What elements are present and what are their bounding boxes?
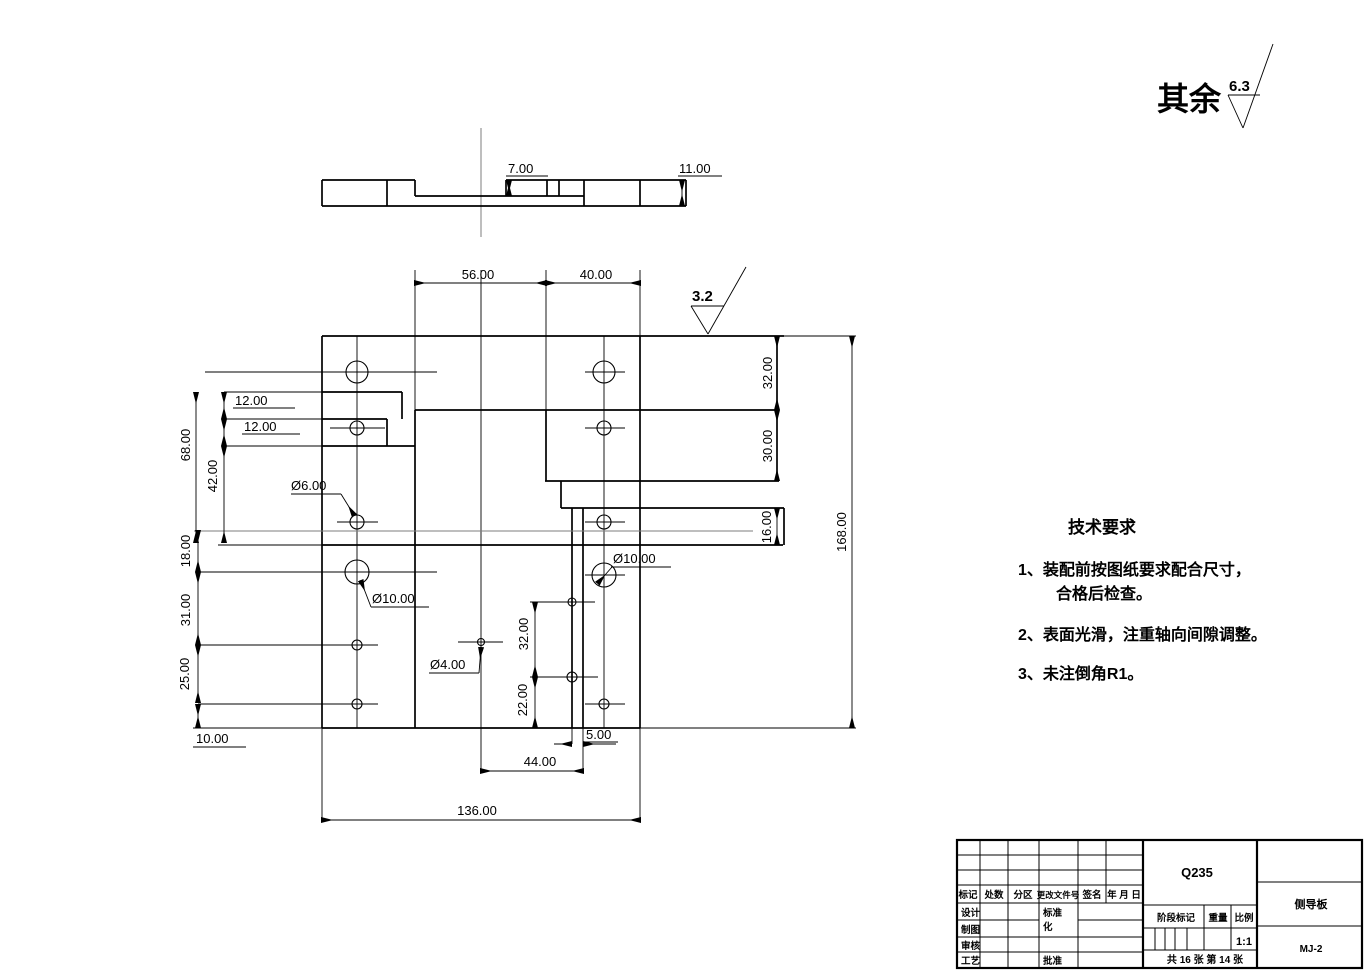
dim-11: 11.00 [679,161,711,176]
tb-rev-docno: 更改文件号 [1037,890,1080,900]
tb-rev-zone: 分区 [1013,889,1033,901]
callout-dia10-left: Ø10.00 [372,591,415,606]
callout-dia6: Ø6.00 [291,478,326,493]
tb-stage-mark: 阶段标记 [1157,912,1196,924]
tb-role-draft: 制图 [961,924,980,936]
note-line-1: 1、装配前按图纸要求配合尺寸， [1018,560,1251,579]
tb-standardization-1: 标准 [1042,907,1063,919]
front-view-dimensions: 56.00 40.00 3.2 32.00 30.00 16.00 168.00… [177,266,855,823]
tb-rev-count: 处数 [983,889,1004,901]
dim-31: 31.00 [178,594,193,627]
dim-7: 7.00 [508,161,533,176]
dim-56: 56.00 [462,267,495,282]
callout-dia4: Ø4.00 [430,657,465,672]
note-line-4: 3、未注倒角R1。 [1018,664,1143,683]
tb-rev-sign: 签名 [1081,889,1101,901]
dim-18: 18.00 [178,535,193,568]
tb-role-check: 审核 [961,940,981,952]
dim-44: 44.00 [524,754,557,769]
dim-12-b: 12.00 [244,419,277,434]
dim-136: 136.00 [457,803,497,818]
note-line-2: 合格后检查。 [1056,584,1152,603]
dim-22: 22.00 [515,684,530,717]
general-roughness-value: 6.3 [1229,78,1250,95]
general-roughness-prefix: 其余 [1157,81,1222,117]
tb-scale-label: 比例 [1234,912,1253,924]
dim-30: 30.00 [760,430,775,463]
dim-5: 5.00 [586,727,611,742]
tb-rev-date: 年 月 日 [1107,889,1141,901]
tb-weight: 重量 [1208,912,1228,924]
dim-10: 10.00 [196,731,229,746]
tb-material: Q235 [1181,865,1213,880]
tb-sheet-info: 共 16 张 第 14 张 [1167,953,1244,966]
notes-title: 技术要求 [1068,517,1136,537]
top-view: 7.00 11.00 [321,128,722,237]
tb-scale-value: 1:1 [1236,936,1252,948]
dim-25: 25.00 [177,658,192,691]
hole-dia10-right [591,562,617,588]
dim-12-a: 12.00 [235,393,268,408]
dim-32-right: 32.00 [760,357,775,390]
dim-32-mid: 32.00 [516,618,531,651]
dim-68: 68.00 [178,429,193,462]
title-block: 标记 处数 分区 更改文件号 签名 年 月 日 设计 制图 审核 工艺 标准 化… [955,838,1364,970]
tb-role-design: 设计 [961,907,981,919]
main-roughness-value: 3.2 [692,288,713,305]
tb-drawing-number: MJ-2 [1300,944,1323,955]
general-roughness-note: 其余 6.3 [1157,43,1274,129]
hole-dia4 [476,637,486,647]
tb-part-name: 侧导板 [1295,897,1329,911]
technical-requirements: 技术要求 1、装配前按图纸要求配合尺寸， 合格后检查。 2、表面光滑，注重轴向间… [1018,517,1267,683]
dim-16: 16.00 [759,511,774,544]
dim-168: 168.00 [834,512,849,552]
tb-rev-mark: 标记 [957,889,978,901]
note-line-3: 2、表面光滑，注重轴向间隙调整。 [1018,625,1267,644]
dim-40: 40.00 [580,267,613,282]
dim-42: 42.00 [205,460,220,493]
hole-dia10-left [344,559,370,585]
front-view [193,270,856,820]
tb-approve: 批准 [1043,955,1063,967]
main-roughness-symbol: 3.2 [690,266,747,335]
tb-standardization-2: 化 [1043,921,1053,933]
tb-role-process: 工艺 [961,955,981,967]
roughness-check-icon [1227,43,1274,129]
callout-dia10-right: Ø10.00 [613,551,656,566]
